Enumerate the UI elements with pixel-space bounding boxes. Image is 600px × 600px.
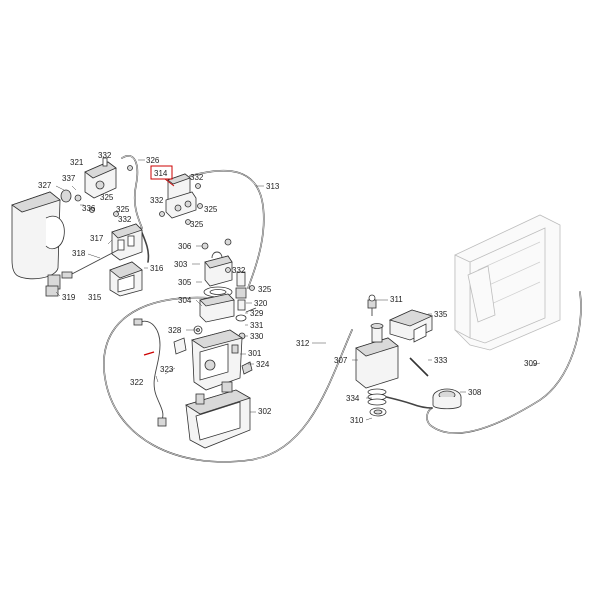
callout-332-b: 332	[190, 173, 204, 182]
callout-313: 313	[266, 182, 280, 191]
hose-312	[103, 296, 353, 463]
callout-322: 322	[130, 378, 144, 387]
callout-325-a: 325	[100, 193, 114, 202]
screw-306	[201, 238, 232, 250]
callout-335: 335	[434, 310, 448, 319]
sensor-cable-322	[133, 318, 167, 427]
highlight-mark-line	[143, 351, 155, 356]
callout-324: 324	[256, 360, 270, 369]
callout-labels: 301 302 303 304 305 306 307 308 309 310 …	[38, 151, 538, 425]
bracket-315	[109, 261, 143, 297]
assembly-317	[111, 223, 143, 261]
callout-317: 317	[90, 234, 104, 243]
callout-314-highlight-box	[150, 165, 173, 180]
callout-316: 316	[150, 264, 164, 273]
hose-313	[189, 169, 265, 289]
callout-331: 331	[250, 321, 264, 330]
callout-332-c: 332	[150, 196, 164, 205]
callout-304: 304	[178, 296, 192, 305]
callout-329: 329	[250, 309, 264, 318]
callout-321: 321	[70, 158, 84, 167]
callout-319: 319	[62, 293, 76, 302]
solenoid-valve-314	[165, 173, 197, 219]
valve-stack-303	[204, 251, 233, 287]
highlight-mark	[143, 351, 155, 356]
bracket-335	[388, 309, 434, 343]
flowmeter-308	[432, 388, 462, 410]
hose-326	[121, 155, 143, 229]
callout-307: 307	[334, 356, 348, 365]
housing-302	[185, 381, 251, 449]
rod-318	[61, 249, 119, 279]
callout-337: 337	[62, 174, 76, 183]
hose-309	[426, 291, 582, 434]
callout-320: 320	[254, 299, 268, 308]
callout-309: 309	[524, 359, 538, 368]
block-304	[199, 293, 235, 323]
callout-325-e: 325	[258, 285, 272, 294]
callout-314: 314	[154, 169, 168, 178]
callout-310: 310	[350, 416, 364, 425]
callout-332-a: 332	[98, 151, 112, 160]
callout-325-b: 325	[116, 205, 130, 214]
callout-330: 330	[250, 332, 264, 341]
callout-333: 333	[434, 356, 448, 365]
callout-328: 328	[168, 326, 182, 335]
water-tank	[454, 214, 561, 351]
callout-326: 326	[146, 156, 160, 165]
callout-332-e: 332	[232, 266, 246, 275]
callout-325-d: 325	[190, 220, 204, 229]
callout-314-highlight-leader	[164, 178, 175, 187]
pump-307	[355, 323, 399, 389]
callout-327: 327	[38, 181, 52, 190]
callout-336: 336	[82, 204, 96, 213]
callout-318: 318	[72, 249, 86, 258]
pin-333	[409, 357, 429, 377]
callout-301: 301	[248, 349, 262, 358]
spring-334	[367, 388, 387, 406]
callout-303: 303	[174, 260, 188, 269]
hose-pump-link	[377, 394, 433, 409]
thermoblock-301	[191, 329, 243, 391]
callout-306: 306	[178, 242, 192, 251]
fitting-311	[367, 294, 377, 316]
callout-315: 315	[88, 293, 102, 302]
callout-305: 305	[178, 278, 192, 287]
callout-312: 312	[296, 339, 310, 348]
milk-jug-327	[11, 189, 72, 290]
valve-321	[84, 157, 117, 199]
small-parts-cluster	[74, 165, 255, 291]
ring-310	[369, 407, 387, 417]
part-319	[45, 285, 59, 297]
callout-332-d: 332	[118, 215, 132, 224]
callout-311: 311	[390, 295, 403, 304]
clip-323	[173, 337, 187, 355]
leader-lines	[55, 159, 541, 421]
callout-334: 334	[346, 394, 360, 403]
callout-323: 323	[160, 365, 174, 374]
clip-324	[241, 361, 253, 375]
callout-308: 308	[468, 388, 482, 397]
callout-302: 302	[258, 407, 272, 416]
callout-325-c: 325	[204, 205, 218, 214]
